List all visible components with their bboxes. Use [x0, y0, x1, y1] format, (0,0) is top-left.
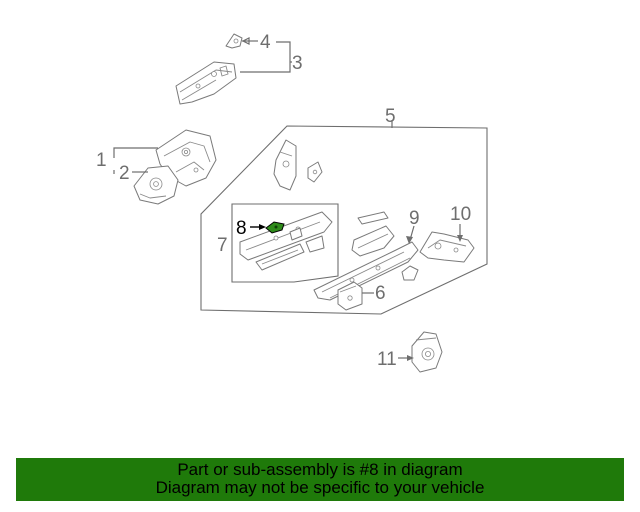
banner-line-1: Part or sub-assembly is #8 in diagram — [177, 460, 463, 479]
callout-1: 1 — [96, 150, 107, 171]
part-10-bracket[interactable] — [419, 231, 475, 263]
part-4-clip[interactable] — [225, 33, 243, 49]
parts-diagram: 4 3 1 2 5 7 — [96, 32, 488, 373]
callout-5: 5 — [385, 106, 396, 127]
banner-line-2: Diagram may not be specific to your vehi… — [155, 478, 485, 497]
callout-3: 3 — [292, 53, 303, 74]
part-small-clip[interactable] — [307, 161, 323, 183]
callout-8: 8 — [236, 218, 247, 239]
group-7-outline — [231, 203, 339, 283]
part-11-mount[interactable] — [411, 331, 443, 373]
group-5-outline — [200, 125, 488, 315]
leader-3 — [240, 41, 292, 73]
part-small-oval[interactable] — [401, 265, 419, 281]
callout-7: 7 — [217, 235, 228, 256]
part-7-rail-assembly[interactable] — [239, 211, 333, 271]
callout-9: 9 — [409, 208, 420, 229]
part-6-block[interactable] — [337, 281, 363, 311]
part-2-bracket[interactable] — [133, 165, 179, 205]
callout-6: 6 — [375, 283, 386, 304]
callout-2: 2 — [119, 163, 130, 184]
callout-10: 10 — [450, 204, 471, 225]
leader-1 — [113, 147, 158, 174]
callout-11: 11 — [377, 349, 397, 370]
info-banner: Part or sub-assembly is #8 in diagram Di… — [16, 458, 624, 501]
part-3-bracket[interactable] — [175, 61, 237, 105]
part-8-highlighted[interactable] — [265, 221, 285, 234]
part-upper-bracket[interactable] — [273, 139, 297, 191]
callout-4: 4 — [260, 32, 271, 53]
part-9-rail[interactable] — [313, 211, 419, 301]
